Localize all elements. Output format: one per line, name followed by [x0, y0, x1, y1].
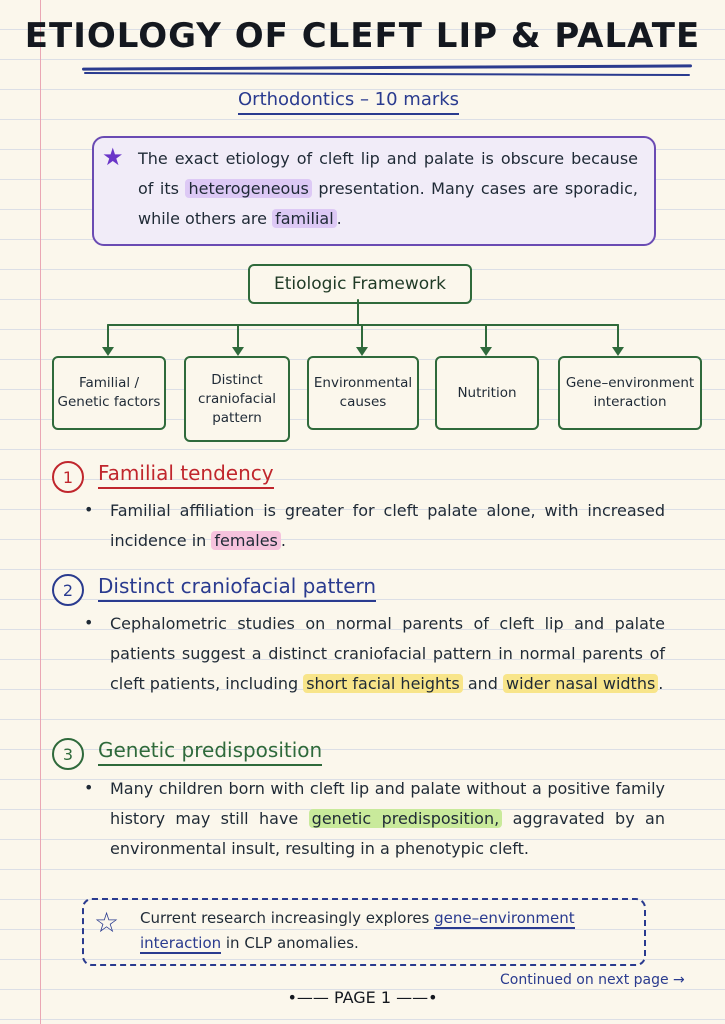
page-footer: •—— PAGE 1 ——• [0, 988, 725, 1007]
gene-environment-link: gene–environment interaction [140, 909, 575, 954]
section-number-3: 3 [52, 738, 84, 770]
section-text-2: Cephalometric studies on normal parents … [110, 614, 665, 693]
section-text-3: Many children born with cleft lip and pa… [110, 779, 666, 858]
page-subtitle: Orthodontics – 10 marks [238, 89, 460, 115]
section-text-1: Familial affiliation is greater for clef… [110, 501, 665, 550]
bullet-dot: • [84, 778, 94, 797]
page-number: PAGE 1 [333, 988, 392, 1007]
intro-text: The exact etiology of cleft lip and pala… [138, 149, 638, 228]
bullet-dot: • [84, 613, 94, 632]
bullet-dot: • [84, 500, 94, 519]
section-title-2: Distinct craniofacial pattern [98, 574, 377, 602]
framework-item-craniofacial: Distinct craniofacial pattern [184, 356, 290, 442]
research-note-text: Current research increasingly explores g… [140, 909, 575, 954]
highlight-females: females [211, 531, 281, 550]
star-outline-icon: ☆ [94, 906, 120, 939]
title-underline-2 [83, 71, 691, 77]
section-title-3: Genetic predisposition [98, 738, 323, 766]
star-icon: ★ [102, 143, 124, 171]
framework-item-nutrition: Nutrition [435, 356, 539, 430]
section-number-2: 2 [52, 574, 84, 606]
section-title-1: Familial tendency [98, 461, 274, 489]
section-number-1: 1 [52, 461, 84, 493]
title-underline [81, 64, 693, 71]
highlight-wider-nasal-widths: wider nasal widths [503, 674, 659, 693]
highlight-heterogeneous: heterogeneous [185, 179, 312, 198]
footer-dash-right: ——• [391, 988, 438, 1007]
continued-label: Continued on next page → [500, 972, 685, 988]
framework-item-gene-environment: Gene–environment interaction [558, 356, 702, 430]
footer-dash-left: •—— [287, 988, 334, 1007]
highlight-short-facial-heights: short facial heights [303, 674, 463, 693]
page-title: ETIOLOGY OF CLEFT LIP & PALATE [24, 16, 701, 56]
framework-item-genetic: Familial / Genetic factors [52, 356, 166, 430]
margin-line [40, 0, 41, 1024]
framework-root: Etiologic Framework [248, 264, 472, 304]
framework-item-environmental: Environmental causes [307, 356, 419, 430]
highlight-genetic-predisposition: genetic predisposition, [308, 809, 503, 828]
research-note-box [82, 898, 646, 966]
highlight-familial: familial [272, 209, 337, 228]
